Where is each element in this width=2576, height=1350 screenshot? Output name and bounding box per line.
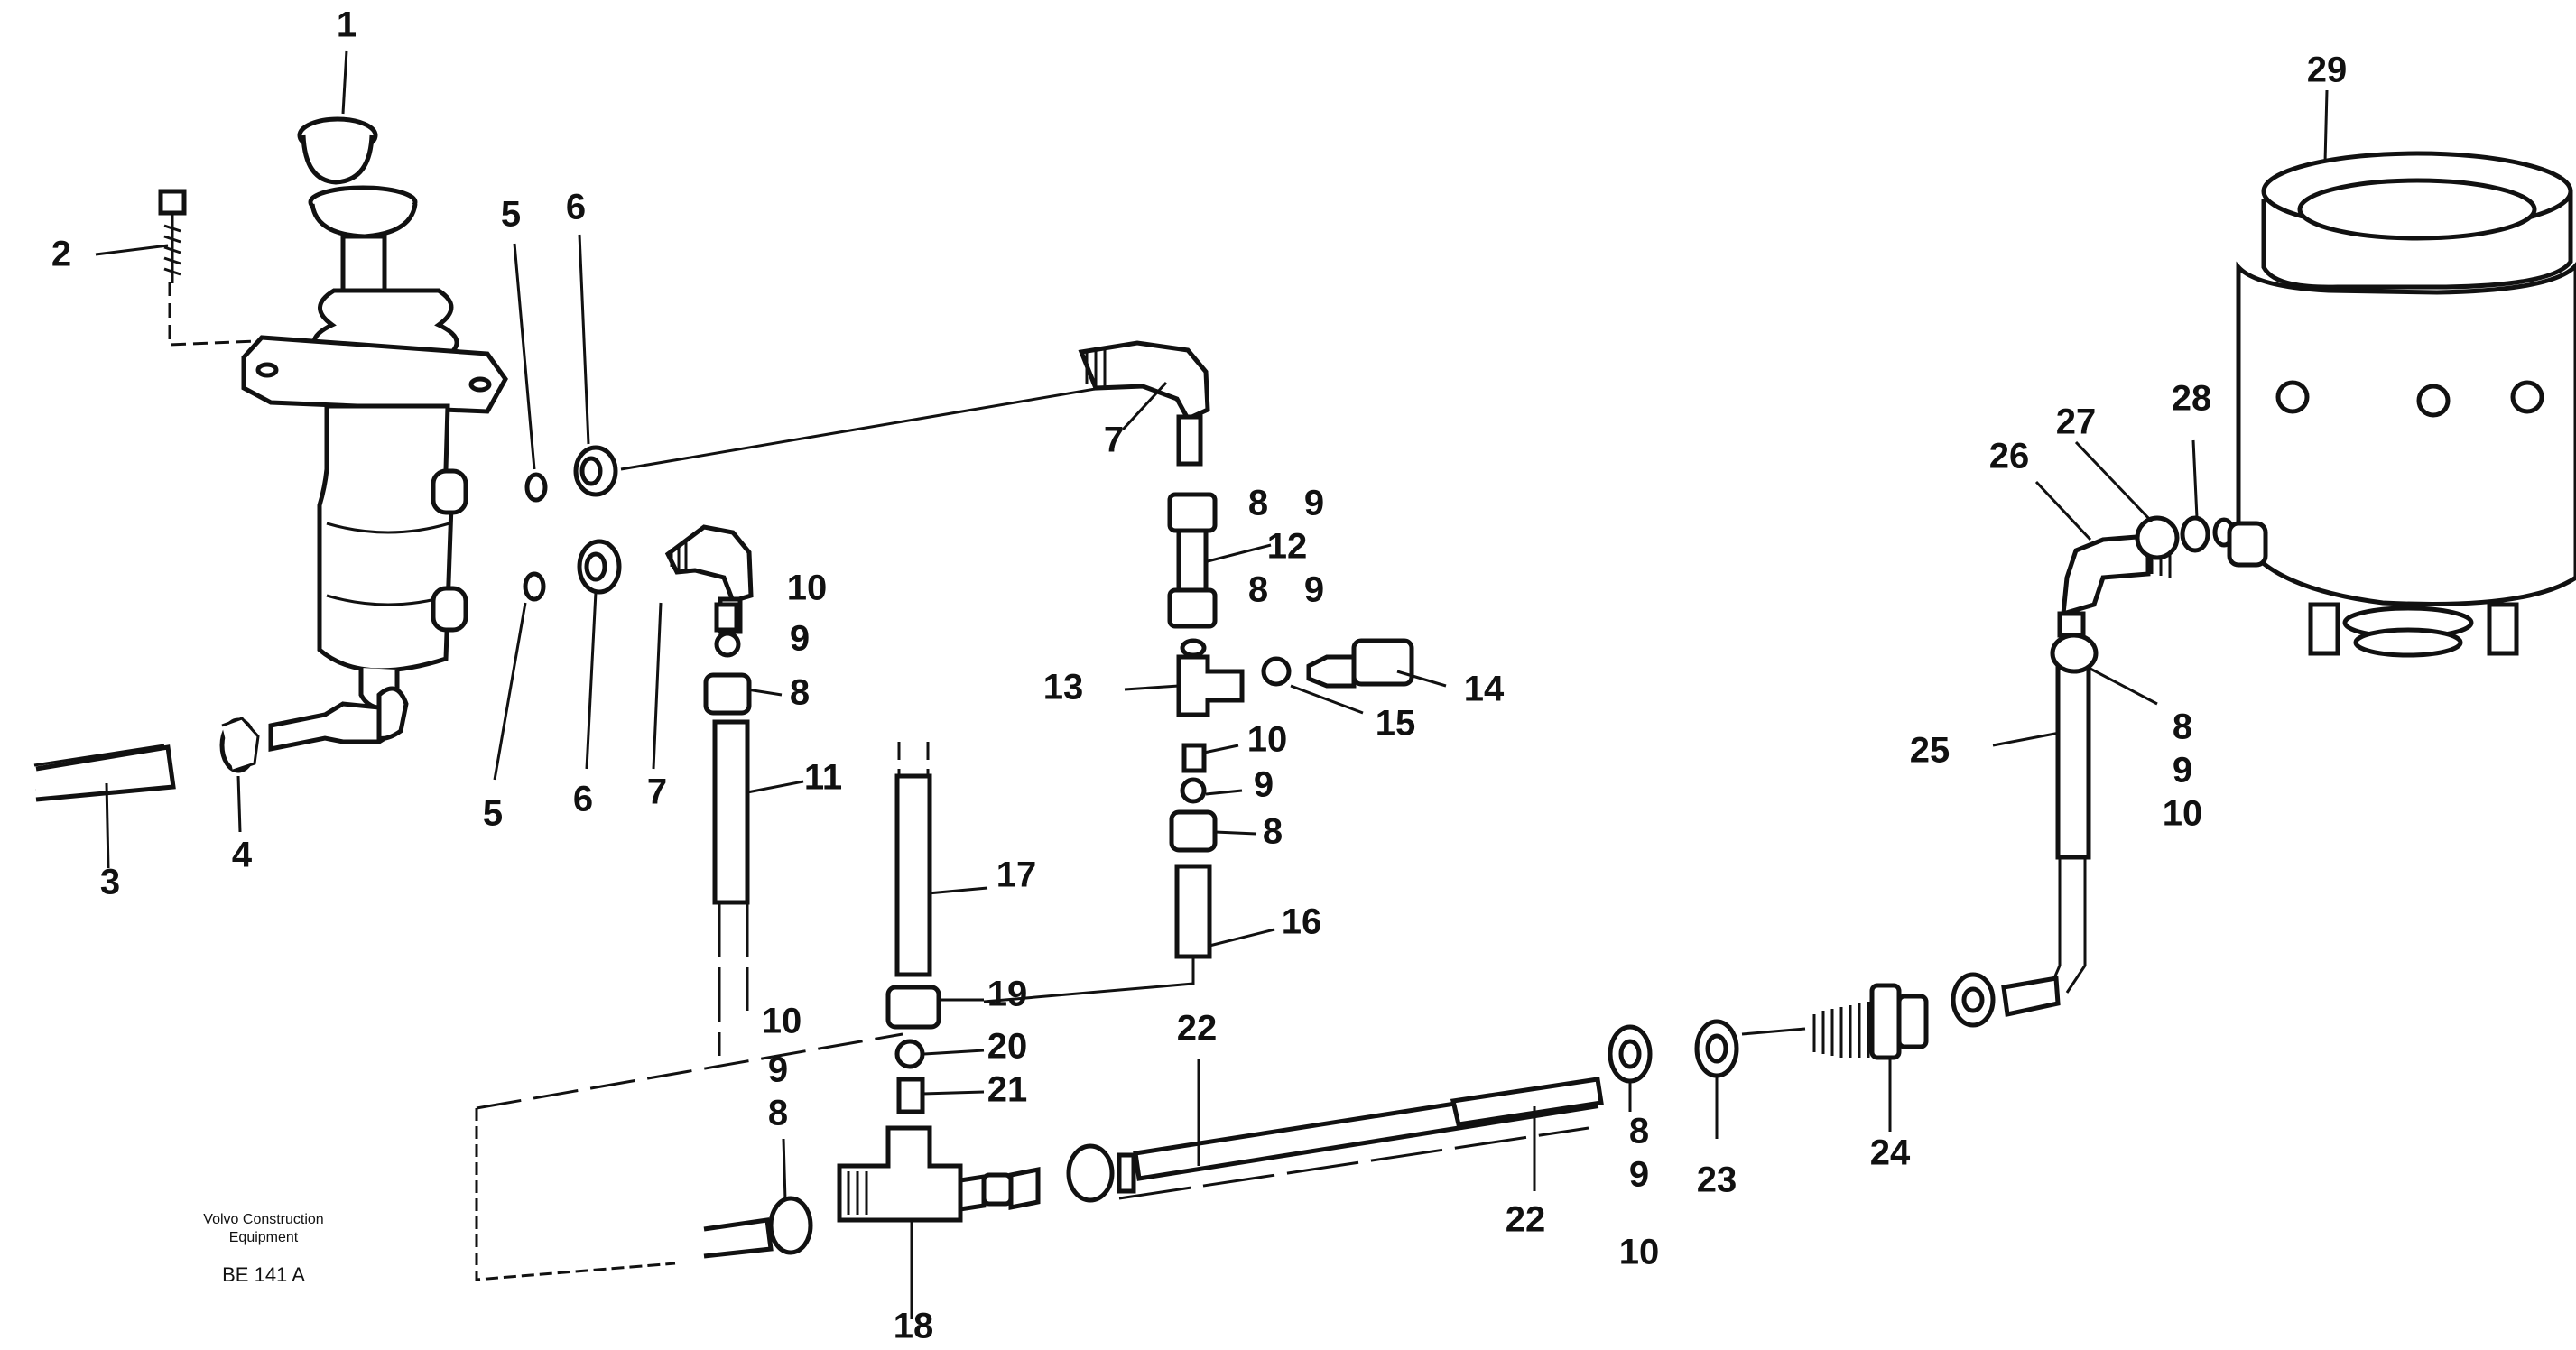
middle-fittings	[1167, 492, 1414, 959]
callout-27: 27	[2056, 402, 2097, 442]
callout-9-mid: 9	[1254, 765, 1274, 805]
callout-29: 29	[2307, 51, 2348, 90]
callout-9-bottom-mid: 9	[1629, 1155, 1649, 1195]
callout-5-bottom: 5	[483, 794, 503, 834]
callout-8-left: 8	[790, 673, 810, 713]
callout-8-mid-2: 8	[1248, 570, 1268, 610]
elbow-fittings	[664, 340, 1210, 634]
callout-12: 12	[1267, 527, 1308, 567]
callout-18: 18	[894, 1307, 934, 1346]
callout-9-mid-2: 9	[1304, 570, 1324, 610]
bolt	[158, 189, 187, 283]
callout-10-left: 10	[787, 569, 828, 608]
callout-8-bottom-left: 8	[768, 1094, 788, 1133]
callout-21: 21	[987, 1070, 1028, 1110]
callout-15: 15	[1376, 704, 1416, 744]
callout-2: 2	[51, 235, 71, 274]
callout-3: 3	[100, 863, 120, 902]
callout-28: 28	[2172, 379, 2212, 419]
callout-17: 17	[996, 855, 1037, 895]
callout-8-bottom-mid: 8	[1629, 1112, 1649, 1151]
maker-line-2: Equipment	[229, 1230, 299, 1245]
callout-16: 16	[1282, 902, 1322, 942]
leader-lines	[95, 50, 2329, 1319]
callout-9-right: 9	[2173, 751, 2192, 791]
callout-23: 23	[1697, 1160, 1737, 1200]
callouts: 1 2 3 4 5 5 6 6 7 7 8 9 12 8 9 10 9 8 11…	[51, 5, 2347, 1346]
callout-9-bottom-left: 9	[768, 1050, 788, 1090]
callout-10-mid: 10	[1247, 720, 1288, 760]
callout-22-top: 22	[1177, 1009, 1218, 1049]
callout-8-right: 8	[2173, 707, 2192, 747]
callout-7-left: 7	[647, 772, 667, 812]
callout-11: 11	[804, 758, 842, 798]
reference-block: Volvo Construction Equipment BE 141 A	[203, 1212, 323, 1286]
left-fittings	[703, 602, 752, 905]
callout-7-right: 7	[1104, 421, 1124, 460]
callout-5-top: 5	[501, 195, 521, 235]
callout-8-mid: 8	[1263, 812, 1283, 852]
upper-right-fittings	[2050, 515, 2236, 860]
callout-25: 25	[1910, 731, 1951, 771]
callout-19: 19	[987, 975, 1028, 1014]
callout-8-mid-top: 8	[1248, 484, 1268, 523]
callout-26: 26	[1989, 437, 2030, 476]
hose-and-clamp	[35, 686, 409, 802]
callout-4: 4	[232, 836, 253, 875]
callout-22-bottom: 22	[1506, 1200, 1546, 1240]
right-fittings	[1133, 972, 2061, 1181]
washers-and-nuts	[523, 445, 622, 602]
maker-line-1: Volvo Construction	[203, 1212, 323, 1227]
reference-code: BE 141 A	[222, 1263, 305, 1286]
callout-13: 13	[1043, 668, 1084, 707]
callout-6-top: 6	[566, 188, 586, 227]
callout-6-bottom: 6	[573, 780, 593, 819]
callout-24: 24	[1870, 1133, 1911, 1173]
callout-9-left: 9	[790, 619, 810, 659]
callout-1: 1	[337, 5, 357, 45]
control-valve	[241, 116, 508, 711]
callout-14: 14	[1464, 670, 1505, 709]
callout-20: 20	[987, 1027, 1028, 1067]
callout-9-mid-top: 9	[1304, 484, 1324, 523]
callout-10-bottom-left: 10	[762, 1002, 802, 1041]
callout-10-right: 10	[2163, 794, 2203, 834]
callout-10-bottom-mid: 10	[1619, 1233, 1660, 1272]
swivel-housing	[2227, 151, 2576, 658]
center-fittings	[703, 742, 1136, 1259]
